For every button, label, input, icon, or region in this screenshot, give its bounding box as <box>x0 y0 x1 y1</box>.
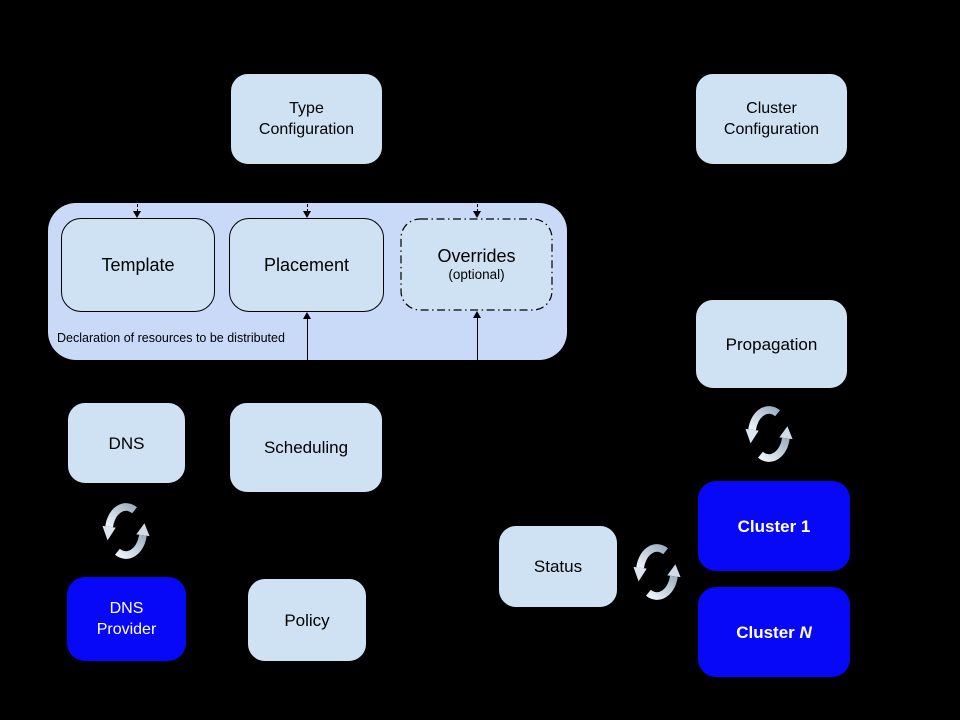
node-type-configuration: Type Configuration <box>230 73 383 165</box>
node-label: Cluster <box>746 100 797 117</box>
node-template: Template <box>61 218 215 312</box>
node-propagation: Propagation <box>695 299 848 389</box>
sync-arrows-icon <box>102 503 150 559</box>
node-cluster-configuration: Cluster Configuration <box>695 73 848 165</box>
node-policy: Policy <box>247 578 367 662</box>
node-scheduling: Scheduling <box>229 402 383 493</box>
node-placement: Placement <box>229 218 384 312</box>
cluster-n-italic: N <box>799 622 812 642</box>
connector-to-overrides-bottom <box>477 318 478 360</box>
node-label: DNS <box>108 433 145 453</box>
arrowhead-template-in <box>133 211 141 218</box>
node-label: Configuration <box>723 121 820 138</box>
node-label: Cluster 1 <box>737 516 811 536</box>
connector-type-to-template <box>137 204 138 212</box>
node-sublabel: (optional) <box>448 267 505 282</box>
node-dns: DNS <box>67 402 186 484</box>
node-label: Configuration <box>258 121 355 138</box>
node-cluster-n: Cluster N <box>698 587 850 677</box>
node-label: Policy <box>284 610 330 630</box>
arrowhead-overrides-in <box>473 211 481 218</box>
node-dns-provider: DNS Provider <box>67 577 186 661</box>
node-label: Provider <box>96 621 157 638</box>
sync-arrows-icon <box>745 406 793 462</box>
arrowhead-placement-up <box>303 312 311 319</box>
node-label: Status <box>533 557 583 576</box>
node-label: Overrides <box>437 246 516 266</box>
connector-type-to-overrides <box>477 204 478 212</box>
node-label: Cluster N <box>736 622 812 643</box>
node-status: Status <box>498 525 618 608</box>
connector-scheduling-to-placement <box>307 319 308 360</box>
node-label: DNS <box>109 600 144 617</box>
node-label: Propagation <box>725 334 818 354</box>
node-label: Scheduling <box>263 438 349 457</box>
node-cluster-1: Cluster 1 <box>698 481 850 571</box>
node-overrides: Overrides (optional) <box>400 218 553 311</box>
cluster-n-prefix: Cluster <box>736 622 800 642</box>
connector-type-to-placement <box>307 204 308 212</box>
sync-arrows-icon <box>633 544 681 600</box>
node-label: Template <box>101 254 175 275</box>
arrowhead-placement-in <box>303 211 311 218</box>
node-label: Type <box>289 100 324 117</box>
arrowhead-overrides-up <box>473 311 481 318</box>
container-caption: Declaration of resources to be distribut… <box>57 331 285 345</box>
node-label: Placement <box>263 254 350 275</box>
